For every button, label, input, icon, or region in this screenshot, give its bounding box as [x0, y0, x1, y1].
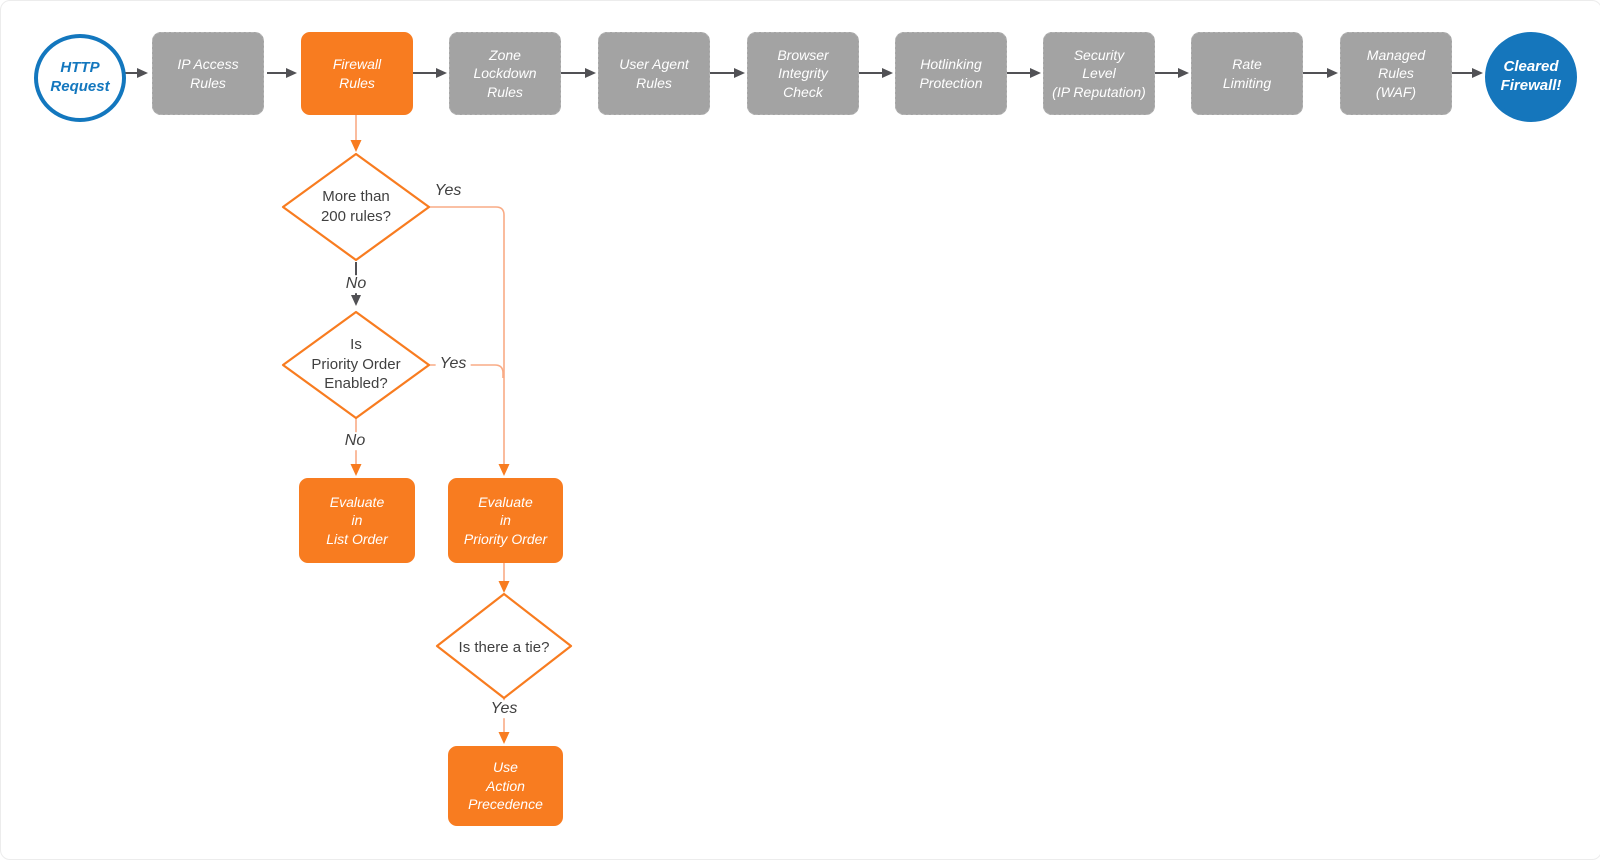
process-ip-access-rules: IP Access Rules — [152, 32, 264, 115]
decision-more-than-200-rules-shape — [281, 152, 431, 262]
process-zone-lockdown-rules: Zone Lockdown Rules — [449, 32, 561, 115]
decision-is-there-a-tie-label: Is there a tie? — [458, 639, 550, 656]
decision-priority-enabled-shape — [281, 310, 431, 420]
decision-is-there-a-tie-shape — [435, 592, 573, 700]
decision-more-than-200-rules-label: More than 200 rules? — [320, 188, 392, 225]
start-node-http-request: HTTP Request — [34, 34, 126, 122]
process-label: Rate Limiting — [1222, 56, 1272, 91]
decision-shapes — [281, 152, 573, 700]
process-rate-limiting: Rate Limiting — [1191, 32, 1303, 115]
edge-label-d1-no: No — [341, 275, 371, 293]
process-label: Firewall Rules — [332, 56, 382, 91]
process-label: User Agent Rules — [619, 56, 689, 91]
start-node-label: HTTP Request — [50, 59, 110, 95]
process-label: Use Action Precedence — [468, 759, 543, 813]
decision-priority-enabled-label: Is Priority Order Enabled? — [311, 336, 401, 392]
process-use-action-precedence: Use Action Precedence — [448, 746, 563, 826]
end-node-cleared-firewall: Cleared Firewall! — [1485, 32, 1577, 122]
process-hotlinking-protection: Hotlinking Protection — [895, 32, 1007, 115]
process-label: Zone Lockdown Rules — [473, 46, 537, 100]
end-node-label: Cleared Firewall! — [1500, 58, 1562, 94]
process-label: Security Level (IP Reputation) — [1052, 46, 1146, 100]
process-label: Browser Integrity Check — [777, 46, 829, 100]
process-firewall-rules: Firewall Rules — [301, 32, 413, 115]
process-label: Evaluate in Priority Order — [463, 493, 548, 547]
edge-label-d3-yes: Yes — [486, 700, 522, 718]
edge-label-d1-yes: Yes — [430, 182, 466, 200]
edge-d1-yes-trunk — [429, 206, 510, 476]
edge-label-d2-yes: Yes — [435, 355, 471, 373]
process-label: Managed Rules (WAF) — [1366, 46, 1426, 100]
process-user-agent-rules: User Agent Rules — [598, 32, 710, 115]
process-evaluate-in-list-order: Evaluate in List Order — [299, 478, 415, 563]
process-managed-rules-waf: Managed Rules (WAF) — [1340, 32, 1452, 115]
process-browser-integrity-check: Browser Integrity Check — [747, 32, 859, 115]
pipeline-arrows — [119, 68, 1483, 306]
edge-label-d2-no: No — [340, 432, 370, 450]
process-security-level: Security Level (IP Reputation) — [1043, 32, 1155, 115]
edge-d2-yes-merge — [429, 364, 504, 378]
process-label: IP Access Rules — [177, 56, 239, 91]
process-label: Evaluate in List Order — [326, 493, 388, 547]
process-label: Hotlinking Protection — [919, 56, 983, 91]
process-evaluate-in-priority-order: Evaluate in Priority Order — [448, 478, 563, 563]
